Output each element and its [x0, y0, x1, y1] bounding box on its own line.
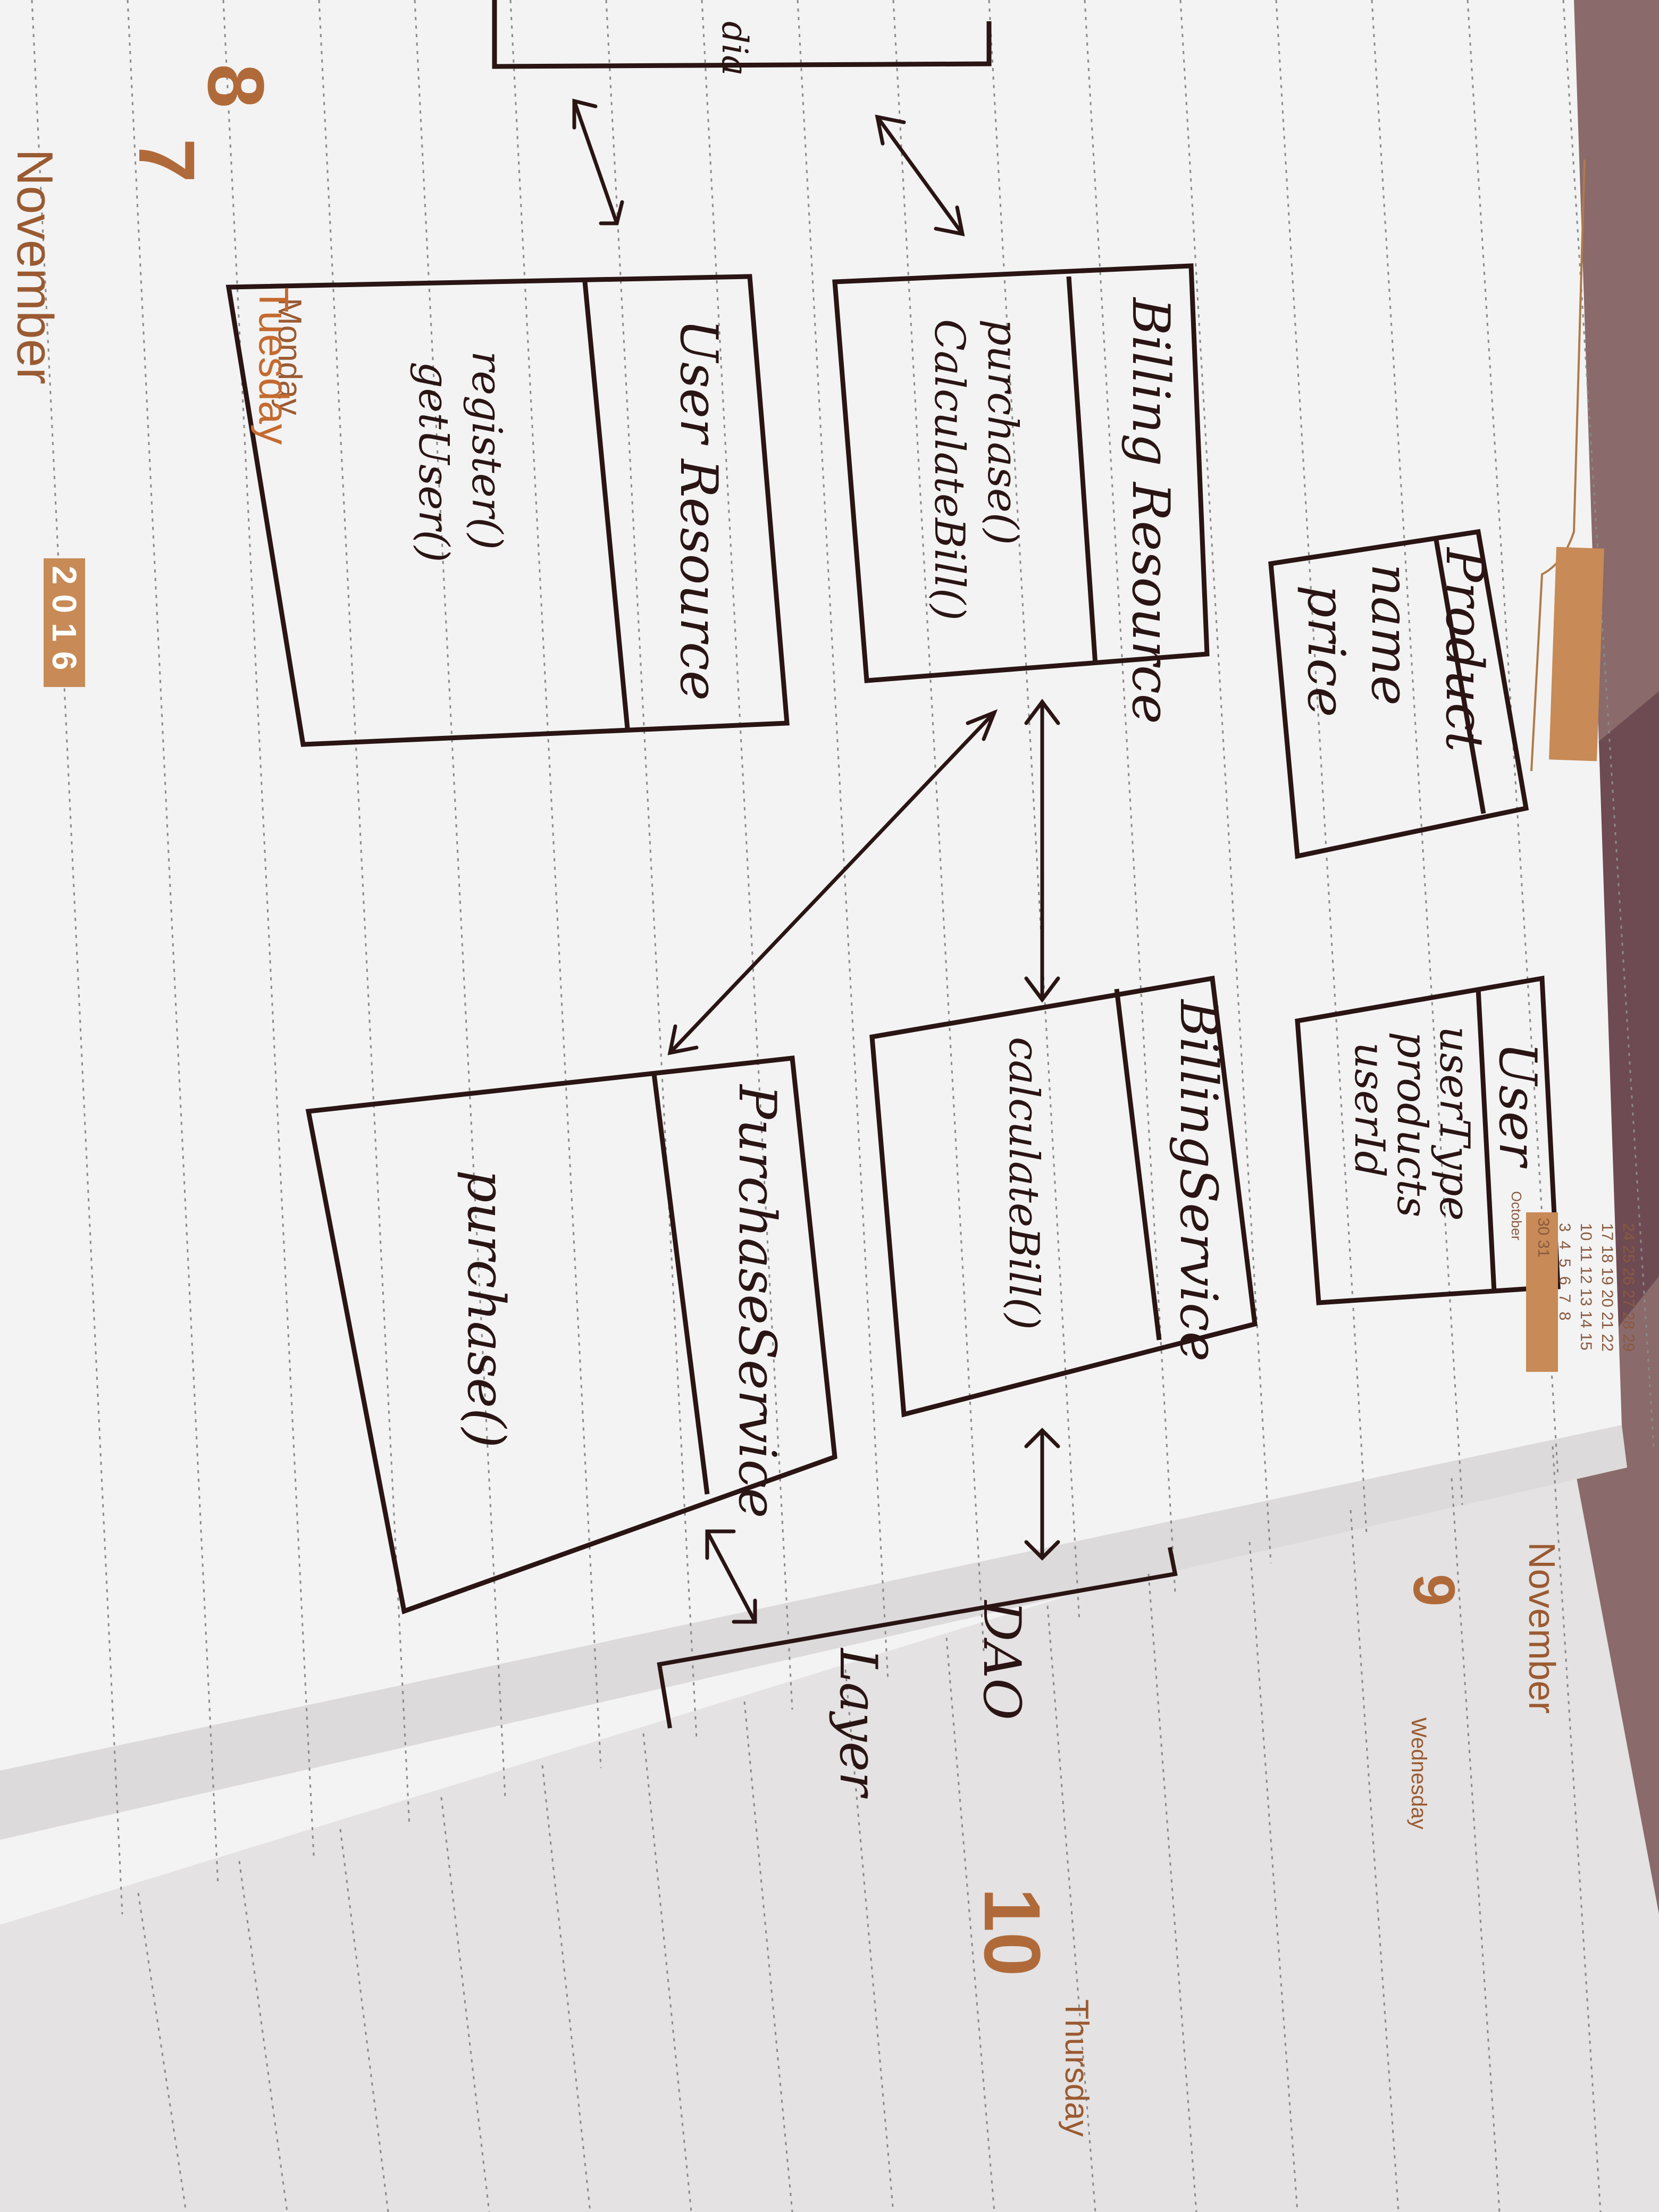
- association-arrows: [572, 98, 1060, 1624]
- day-name-thursday: Thursday: [1058, 1999, 1095, 2137]
- ruled-line: [605, 0, 698, 1739]
- ruled-lines-upper: [31, 0, 1655, 1915]
- ruled-lines-lower: [137, 1446, 1602, 2212]
- class-member: purchase(): [978, 319, 1026, 545]
- dao-layer-bracket: [657, 1547, 1178, 1729]
- dao-label: DAO: [972, 1601, 1032, 1720]
- class-member: CalculateBill(): [925, 319, 973, 621]
- day-number-10: 10: [968, 1888, 1057, 1976]
- fragment-label: dia: [714, 21, 755, 76]
- ruled-line: [1275, 0, 1368, 1535]
- day-name-wednesday: Wednesday: [1407, 1717, 1430, 1830]
- layer-label: Layer: [828, 1648, 888, 1796]
- ruled-line: [1552, 1446, 1602, 2212]
- ruled-line: [414, 0, 506, 1798]
- class-member: purchase(): [456, 1170, 516, 1448]
- ruled-line: [541, 1765, 591, 2212]
- class-title-user-resource: User Resource: [669, 319, 728, 701]
- ruled-line: [1084, 0, 1176, 1593]
- ruled-line: [137, 1892, 187, 2212]
- ruled-line: [743, 1701, 793, 2212]
- class-billing-resource-box: [832, 263, 1210, 683]
- ruled-line: [892, 0, 985, 1652]
- ruled-line: [440, 1797, 490, 2212]
- class-title-billing-resource: Billing Resource: [1121, 298, 1180, 724]
- ruled-line: [222, 0, 315, 1856]
- day-number-9: 9: [1401, 1574, 1467, 1607]
- class-purchase-service-box: [305, 1055, 837, 1615]
- mini-calendar-row: 24 25 26 27 28 29: [1620, 1223, 1637, 1352]
- class-billing-service-box: [869, 975, 1258, 1418]
- class-title-billing-service: BillingService: [1169, 1000, 1228, 1362]
- class-member: getUser(): [409, 362, 457, 563]
- mini-calendar-row: 3 4 5 6 7 8: [1556, 1223, 1573, 1321]
- mini-calendar-month: October: [1509, 1191, 1524, 1241]
- class-member: userType: [1430, 1026, 1478, 1221]
- ruled-line: [844, 1669, 894, 2212]
- mini-calendar-row: 30 31: [1535, 1218, 1552, 1258]
- ruled-line: [642, 1733, 692, 2212]
- class-title-product: Product: [1435, 548, 1494, 752]
- ruled-line: [509, 0, 602, 1769]
- class-user-resource-box: [225, 274, 790, 747]
- ruled-line: [945, 1637, 995, 2212]
- ruled-line: [1249, 1541, 1298, 2212]
- upper-page: [0, 0, 1627, 1925]
- year-badge: 2016: [44, 558, 85, 688]
- class-product-box: [1268, 529, 1529, 859]
- day-name-tuesday: Tuesday: [250, 287, 297, 445]
- mini-calendar-row: 10 11 12 13 14 15: [1577, 1223, 1595, 1351]
- ruled-line: [318, 0, 410, 1827]
- ruled-line: [1350, 1510, 1400, 2212]
- class-user-box: [1295, 975, 1561, 1305]
- class-member: calculateBill(): [1000, 1037, 1048, 1330]
- mini-calendar-row: 17 18 19 20 21 22: [1598, 1223, 1616, 1352]
- month-title-left: November: [6, 149, 63, 384]
- ruled-line: [1451, 1478, 1501, 2212]
- class-member: price: [1296, 585, 1356, 717]
- month-title-right: November: [1521, 1542, 1563, 1714]
- class-title-purchase-service: PurchaseService: [727, 1085, 787, 1519]
- class-title-user: User: [1488, 1042, 1547, 1166]
- day-number-8: 8: [191, 64, 281, 108]
- class-member: register(): [463, 351, 510, 550]
- class-member: products: [1388, 1032, 1436, 1218]
- ruled-line: [988, 0, 1080, 1622]
- class-member: name: [1360, 564, 1420, 706]
- ruled-line: [1179, 0, 1272, 1564]
- ruled-line: [1562, 0, 1655, 1447]
- lower-page: [0, 1436, 1659, 2212]
- day-number-7: 7: [122, 138, 212, 183]
- class-member: userId: [1345, 1042, 1393, 1178]
